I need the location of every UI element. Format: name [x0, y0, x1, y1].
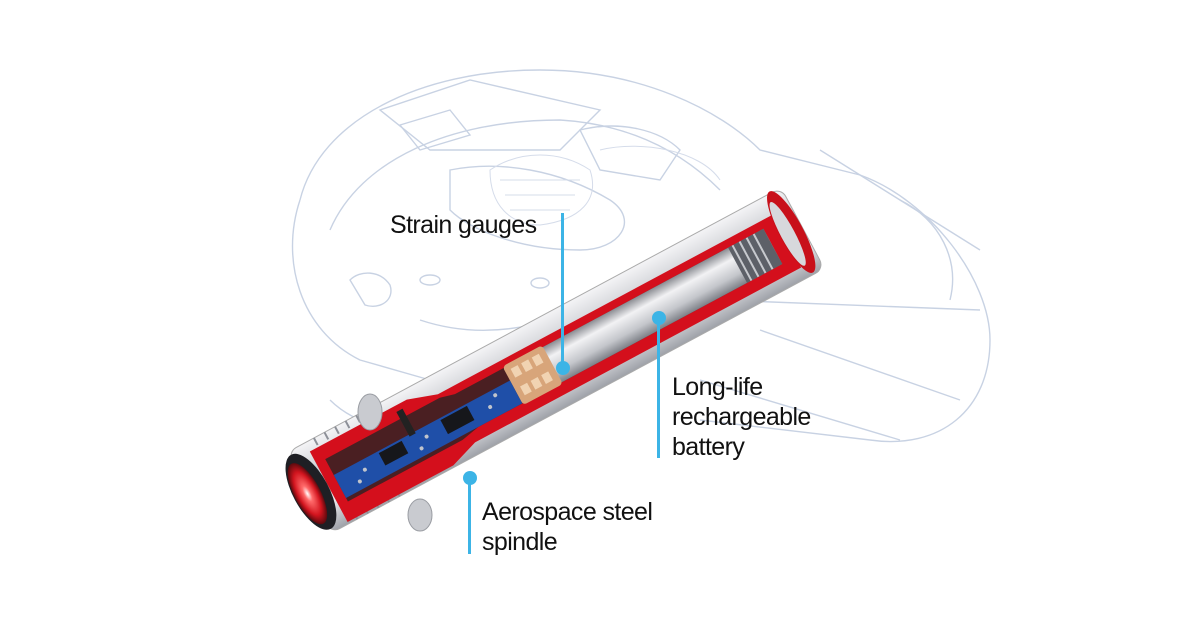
battery-label: Long-life rechargeable battery	[672, 372, 811, 462]
spindle-label-line-2: spindle	[482, 528, 558, 556]
spindle-label: Aerospace steel spindle	[482, 497, 653, 557]
spindle-cutaway	[285, 190, 822, 531]
strain-gauges-label: Strain gauges	[390, 211, 537, 239]
spindle-nut	[357, 393, 383, 431]
battery-label-line-1: Long-life	[672, 373, 763, 401]
spindle-leader-line	[468, 477, 471, 554]
strain-gauge	[503, 346, 562, 404]
battery-label-line-2: rechargeable	[672, 403, 811, 431]
pcb	[333, 380, 523, 498]
strain-gauges-leader-line	[561, 213, 564, 368]
strain-gauges-marker	[556, 361, 570, 375]
spindle-marker	[463, 471, 477, 485]
spindle-label-line-1: Aerospace steel	[482, 498, 653, 526]
pedal-body-outline	[291, 69, 991, 443]
battery-label-line-3: battery	[672, 433, 745, 461]
pedal-inner-mechanism	[489, 145, 721, 226]
battery-marker	[652, 311, 666, 325]
battery-leader-line	[657, 318, 660, 458]
